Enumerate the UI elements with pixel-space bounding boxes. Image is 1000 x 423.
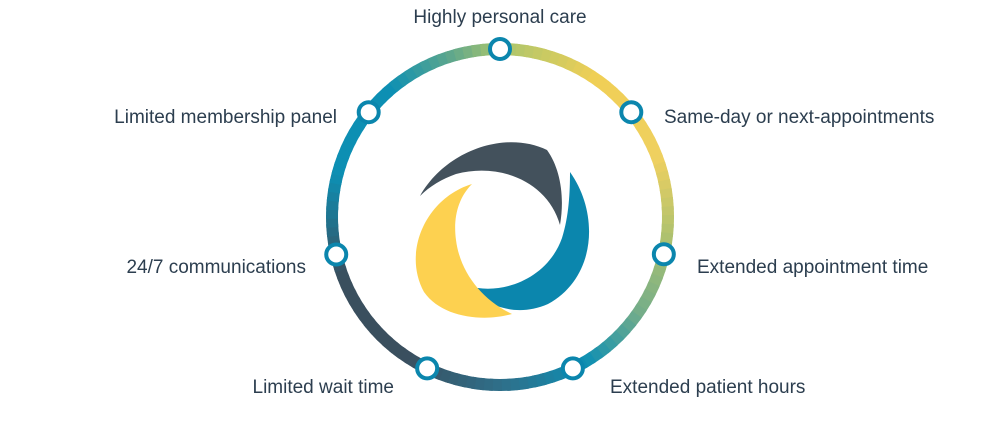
cycle-node-4 — [560, 356, 585, 381]
logo-yellow-swoosh — [415, 184, 512, 318]
label-same-day-appointments: Same-day or next-appointments — [664, 107, 935, 128]
cycle-nodes — [324, 37, 676, 381]
label-highly-personal-care: Highly personal care — [413, 7, 587, 28]
cycle-node-7 — [356, 100, 381, 125]
cycle-node-1 — [488, 37, 512, 61]
brand-logo — [415, 142, 590, 318]
cycle-node-6 — [324, 242, 349, 267]
cycle-ring — [326, 43, 674, 391]
cycle-node-2 — [619, 100, 644, 125]
label-extended-patient-hours: Extended patient hours — [610, 377, 806, 398]
label-limited-membership-panel: Limited membership panel — [114, 107, 337, 128]
logo-dark-swoosh — [420, 142, 562, 225]
label-extended-appointment-time: Extended appointment time — [697, 257, 929, 278]
cycle-node-5 — [415, 356, 440, 381]
logo-blue-swoosh — [468, 172, 590, 311]
cycle-node-3 — [651, 242, 676, 267]
label-limited-wait-time: Limited wait time — [252, 377, 395, 398]
label-24-7-communications: 24/7 communications — [126, 257, 306, 278]
